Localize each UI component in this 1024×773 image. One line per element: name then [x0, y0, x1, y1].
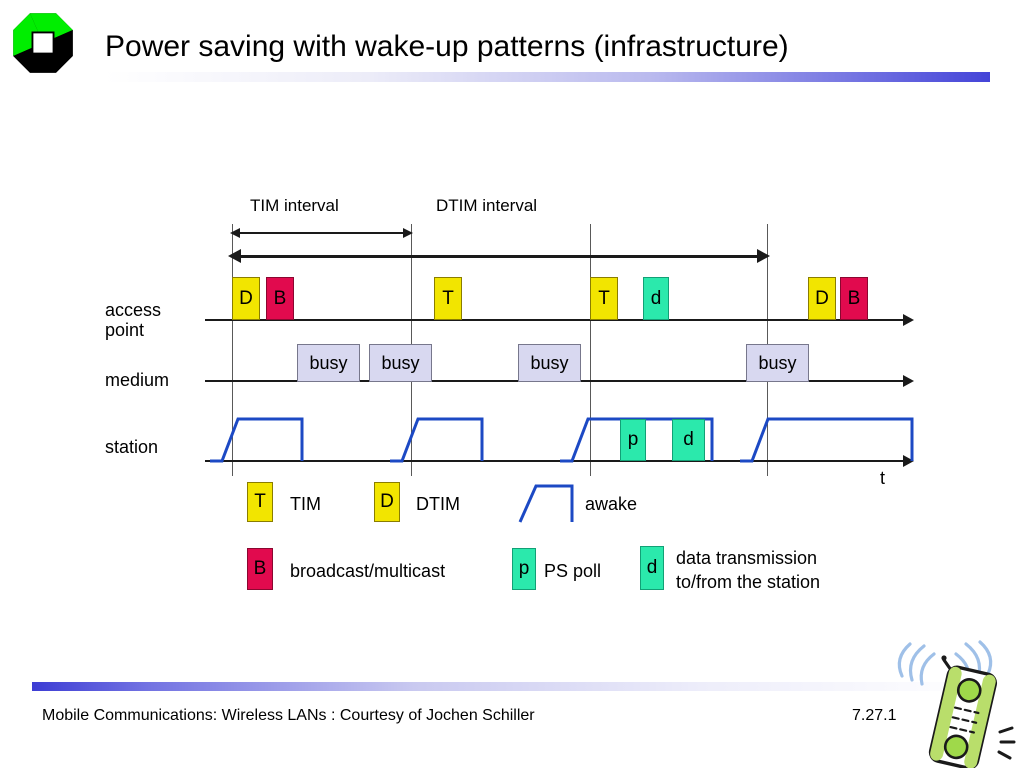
medium-busy-4: busy [746, 344, 809, 382]
tim-measure-arrow-right [403, 228, 413, 238]
ap-frame-t-1: T [434, 277, 462, 320]
legend-tim-swatch: T [247, 482, 273, 522]
dtim-interval-label: DTIM interval [436, 196, 538, 215]
station-awake-waveform [210, 417, 914, 463]
ap-frame-b-1: B [266, 277, 294, 320]
dtim-measure-line [240, 255, 762, 258]
legend-data-label: data transmission to/from the station [676, 548, 821, 592]
header-divider [105, 72, 990, 82]
medium-axis-arrow [903, 375, 914, 387]
tim-measure-arrow-left [230, 228, 240, 238]
footer-credit: Mobile Communications: Wireless LANs : C… [42, 707, 535, 724]
ap-frame-b-2: B [840, 277, 868, 320]
legend-awake-label: awake [585, 494, 638, 514]
legend-data-swatch: d [640, 546, 664, 590]
legend-broadcast-swatch: B [247, 548, 273, 590]
tim-measure-line [238, 232, 406, 234]
legend-ps-poll-swatch: p [512, 548, 536, 590]
dtim-measure-arrow-right [757, 249, 770, 263]
legend-dtim-swatch: D [374, 482, 400, 522]
station-label: station [105, 437, 159, 457]
access-point-axis-arrow [903, 314, 914, 326]
footer-divider [32, 682, 987, 691]
boundary-line-1 [232, 224, 233, 476]
access-point-label: access point [105, 300, 162, 340]
mobile-phone-icon [884, 624, 1022, 770]
dtim-measure-arrow-left [228, 249, 241, 263]
legend: T TIM D DTIM awake B broadcast/multicast… [0, 470, 1024, 610]
station-frame-d: d [672, 419, 705, 461]
legend-awake-swatch [518, 484, 574, 523]
station-axis-arrow [903, 455, 914, 467]
page-title: Power saving with wake-up patterns (infr… [105, 30, 789, 63]
octagon-logo-icon [12, 12, 74, 74]
legend-tim-label: TIM [290, 494, 321, 514]
footer-page-number: 7.27.1 [852, 707, 897, 724]
legend-ps-poll-label: PS poll [544, 561, 602, 581]
medium-busy-3: busy [518, 344, 581, 382]
station-axis [205, 460, 905, 462]
legend-broadcast-label: broadcast/multicast [290, 561, 446, 581]
station-frame-p: p [620, 419, 646, 461]
boundary-line-3 [590, 224, 591, 476]
medium-label: medium [105, 370, 170, 390]
ap-frame-t-2: T [590, 277, 618, 320]
medium-busy-1: busy [297, 344, 360, 382]
ap-frame-d-2: D [808, 277, 836, 320]
ap-frame-d-1: D [232, 277, 260, 320]
medium-busy-2: busy [369, 344, 432, 382]
tim-interval-label: TIM interval [250, 196, 339, 215]
timing-diagram: TIM interval DTIM interval access point … [0, 180, 1024, 510]
time-axis-label: t [880, 468, 886, 488]
access-point-axis [205, 319, 905, 321]
ap-frame-d-small: d [643, 277, 669, 320]
legend-dtim-label: DTIM [416, 494, 460, 514]
